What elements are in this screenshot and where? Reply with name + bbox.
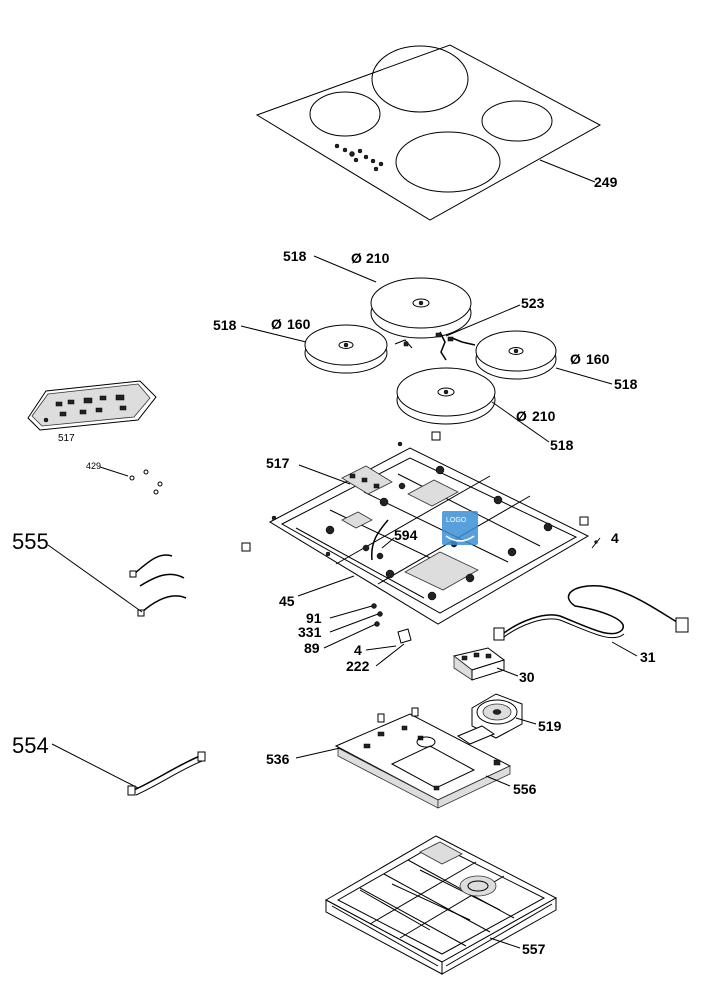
label-4-right: 4 xyxy=(611,530,619,546)
label-517-side: 517 xyxy=(58,433,75,444)
label-523: 523 xyxy=(521,295,545,311)
label-518-right: 518 xyxy=(614,376,638,392)
diameter-symbol-right: Ø xyxy=(570,351,581,367)
heating-zone-large-rear xyxy=(370,277,472,339)
svg-text:LOGO: LOGO xyxy=(446,517,467,524)
label-518-left: 518 xyxy=(213,317,237,333)
label-31: 31 xyxy=(640,649,656,665)
terminal-block xyxy=(452,647,506,681)
heating-zone-large-front xyxy=(396,367,496,425)
label-557: 557 xyxy=(522,941,546,957)
bottom-housing xyxy=(324,835,558,975)
zone-wiring xyxy=(394,331,476,361)
label-222: 222 xyxy=(346,658,370,674)
heating-zone-small-right xyxy=(475,330,557,380)
label-dia-160-left: 160 xyxy=(287,316,311,332)
ribbon-cables-555 xyxy=(129,554,187,617)
diameter-symbol-front: Ø xyxy=(516,408,527,424)
label-556: 556 xyxy=(513,781,537,797)
watermark-logo: LOGO xyxy=(442,511,478,545)
small-fixing-parts xyxy=(99,466,163,495)
label-45: 45 xyxy=(279,593,295,609)
label-536: 536 xyxy=(266,751,290,767)
label-91: 91 xyxy=(306,610,322,626)
power-cable xyxy=(493,585,689,641)
glass-ceramic-top xyxy=(255,44,602,221)
label-249: 249 xyxy=(594,174,618,190)
screws-set xyxy=(371,603,383,627)
label-dia-210-rear: 210 xyxy=(366,250,390,266)
label-555: 555 xyxy=(12,529,49,554)
label-518-front: 518 xyxy=(550,437,574,453)
support-frame xyxy=(241,431,590,625)
cooling-fan xyxy=(471,693,523,739)
label-dia-210-front: 210 xyxy=(532,408,556,424)
touch-control-symbols xyxy=(334,143,384,172)
label-331: 331 xyxy=(298,624,322,640)
label-89: 89 xyxy=(304,640,320,656)
heating-zone-small-left xyxy=(304,324,388,374)
frame-control-mount xyxy=(341,465,393,495)
power-board xyxy=(334,707,512,809)
diameter-symbol-rear: Ø xyxy=(351,250,362,266)
label-519: 519 xyxy=(538,718,562,734)
control-board-detail xyxy=(27,380,157,431)
label-30: 30 xyxy=(519,669,535,685)
clip-222 xyxy=(397,628,412,644)
label-554: 554 xyxy=(12,733,49,758)
label-594: 594 xyxy=(394,527,418,543)
cable-554 xyxy=(127,751,206,796)
label-dia-160-right: 160 xyxy=(586,351,610,367)
label-4-bottom: 4 xyxy=(354,642,362,658)
diameter-symbol-left: Ø xyxy=(271,316,282,332)
label-518-rear: 518 xyxy=(283,248,307,264)
label-517-frame: 517 xyxy=(266,455,290,471)
label-429: 429 xyxy=(86,461,101,471)
